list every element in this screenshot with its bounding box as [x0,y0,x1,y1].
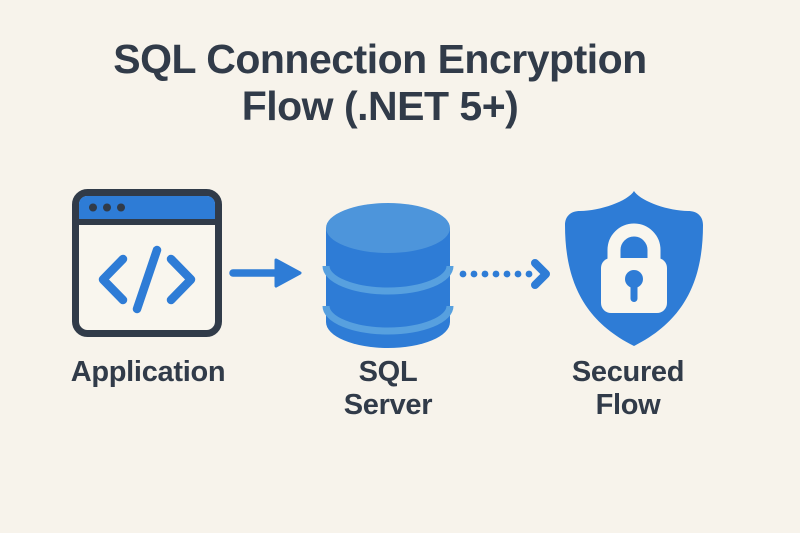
database-icon [322,203,454,348]
database-band-top [322,265,454,295]
dotted-arrow-dots [459,270,533,278]
diagram-title-line1: SQL Connection Encryption [113,36,647,82]
dotted-arrow-icon [459,259,550,289]
application-label: Application [70,356,226,388]
database-band-bottom [322,305,454,335]
solid-arrow-icon [229,258,302,288]
lock-keyhole [625,270,643,288]
solid-arrow-head [274,258,302,288]
window-dots-icon [89,203,125,212]
database-top [326,203,450,253]
window-titlebar [79,196,215,219]
code-glyph-icon [98,245,196,314]
window-frame [72,189,222,337]
lock-shackle [607,223,661,262]
secured-flow-label: Secured Flow [571,356,685,421]
application-window-icon [72,189,222,337]
diagram-title-line2: Flow (.NET 5+) [241,83,519,129]
dotted-arrow-head [531,259,550,289]
sql-server-label: SQL Server [343,356,433,421]
window-titlebar-divider [76,219,218,225]
diagram-title: SQL Connection Encryption Flow (.NET 5+) [0,36,760,130]
lock-keyhole-stem [630,283,638,302]
shield-lock-icon [565,191,703,346]
